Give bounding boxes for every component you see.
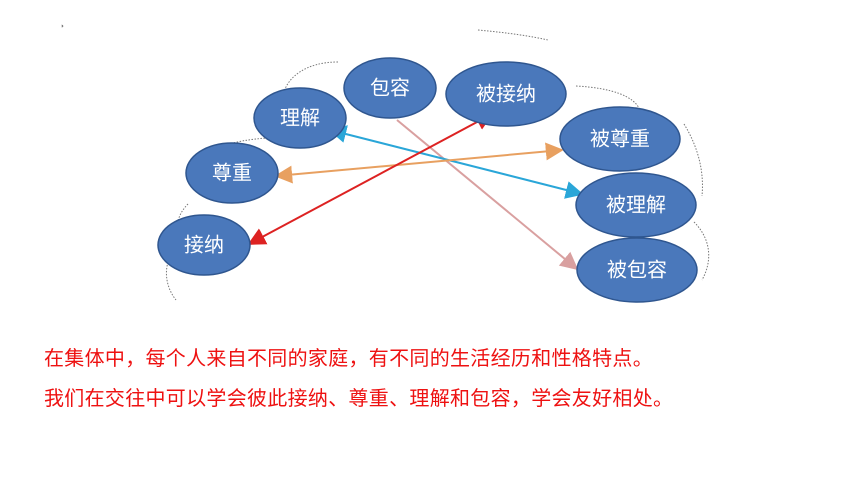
- node-ellipse: [343, 57, 437, 119]
- caption-line-1: 在集体中，每个人来自不同的家庭，有不同的生活经历和性格特点。: [44, 346, 653, 370]
- node-ellipse: [575, 172, 697, 238]
- arrow-understanding-link: [328, 125, 584, 199]
- node-label: 被尊重: [590, 127, 650, 151]
- node-label: 被包容: [607, 258, 667, 282]
- node-label: 尊重: [212, 161, 252, 185]
- node-tolerance: 包容: [343, 57, 437, 119]
- node-ellipse: [559, 106, 681, 172]
- node-label: 包容: [370, 76, 410, 100]
- node-respect: 尊重: [185, 142, 279, 204]
- node-ellipse: [576, 237, 698, 303]
- node-being-accepted: 被接纳: [445, 61, 567, 127]
- arrow-layer: [247, 113, 584, 271]
- node-ellipse: [157, 214, 251, 276]
- node-being-respected: 被尊重: [559, 106, 681, 172]
- arrow-tolerance-link: [396, 119, 579, 271]
- node-being-tolerated: 被包容: [576, 237, 698, 303]
- node-label: 被理解: [606, 193, 666, 217]
- node-being-understood: 被理解: [575, 172, 697, 238]
- node-label: 理解: [280, 106, 320, 130]
- node-label: 接纳: [184, 233, 224, 257]
- caption-line-2: 我们在交往中可以学会彼此接纳、尊重、理解和包容，学会友好相处。: [44, 386, 674, 410]
- node-label: 被接纳: [476, 82, 536, 106]
- node-ellipse: [185, 142, 279, 204]
- arrow-acceptance-link: [247, 113, 494, 245]
- node-acceptance: 接纳: [157, 214, 251, 276]
- node-understanding: 理解: [253, 87, 347, 149]
- node-ellipse: [253, 87, 347, 149]
- node-ellipse: [445, 61, 567, 127]
